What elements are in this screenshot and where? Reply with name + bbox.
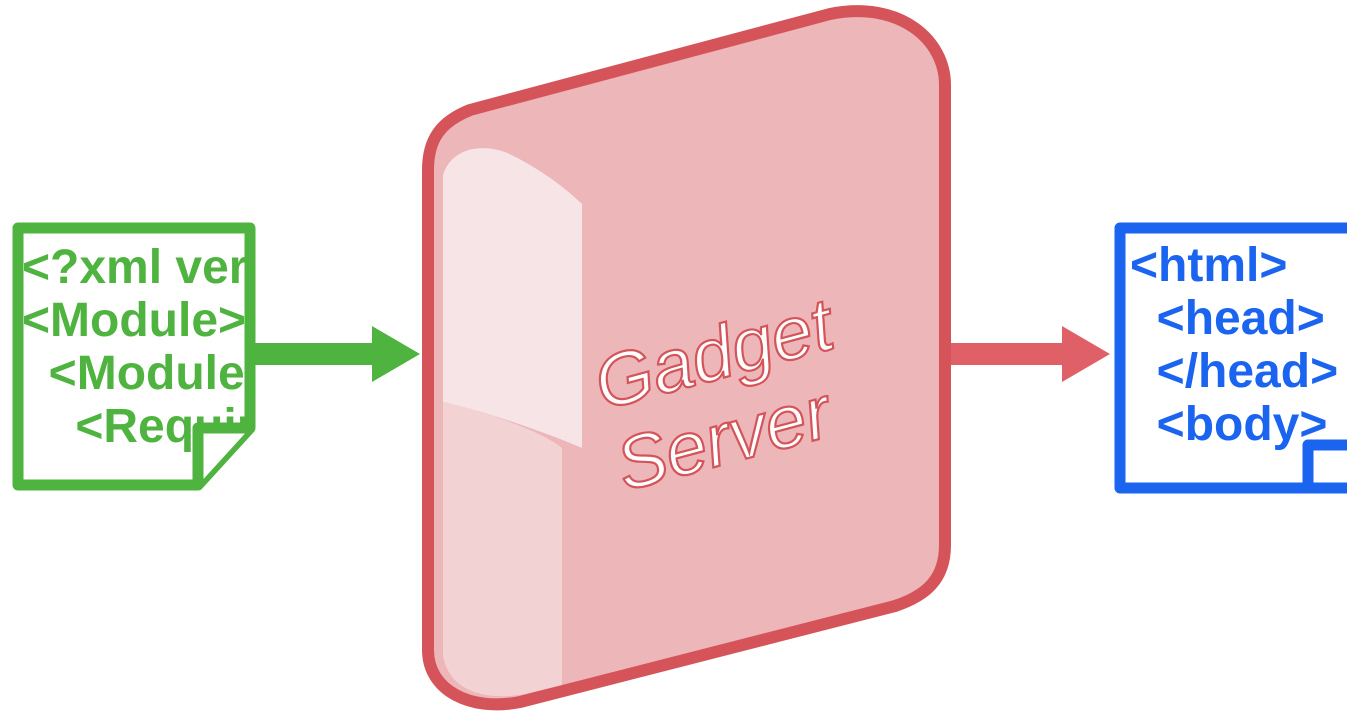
xml-document-icon: <?xml version="1.0" encoding="UTF-8"?> <… (12, 222, 980, 491)
html-line-2: <head> (1130, 292, 1325, 345)
server-side-lower-panel (443, 402, 562, 697)
xml-line-3: <ModulePrefs title="..."> (22, 347, 605, 400)
input-arrow-head (372, 326, 420, 382)
html-line-3: </head> (1130, 345, 1338, 398)
html-line-1: <html> (1130, 239, 1287, 292)
xml-line-1: <?xml version="1.0" encoding="UTF-8"?> (22, 241, 980, 294)
html-document-page (1114, 222, 1347, 494)
gadget-server-icon: Gadget Server (422, 5, 951, 711)
output-arrow-head (1062, 326, 1110, 382)
xml-document-content: <?xml version="1.0" encoding="UTF-8"?> <… (22, 241, 980, 453)
html-line-4: <body> (1130, 398, 1327, 451)
html-document-icon: <html> <head> </head> <body> (1114, 222, 1347, 494)
html-document-content: <html> <head> </head> <body> (1130, 239, 1338, 451)
server-side-highlight (443, 148, 582, 448)
html-page-fold (1302, 439, 1347, 488)
input-arrow (255, 326, 420, 382)
xml-line-2: <Module> (22, 294, 246, 347)
xml-page-fold (192, 422, 250, 485)
input-arrow-shaft (255, 343, 375, 365)
output-arrow (948, 326, 1110, 382)
output-arrow-shaft (948, 343, 1066, 365)
